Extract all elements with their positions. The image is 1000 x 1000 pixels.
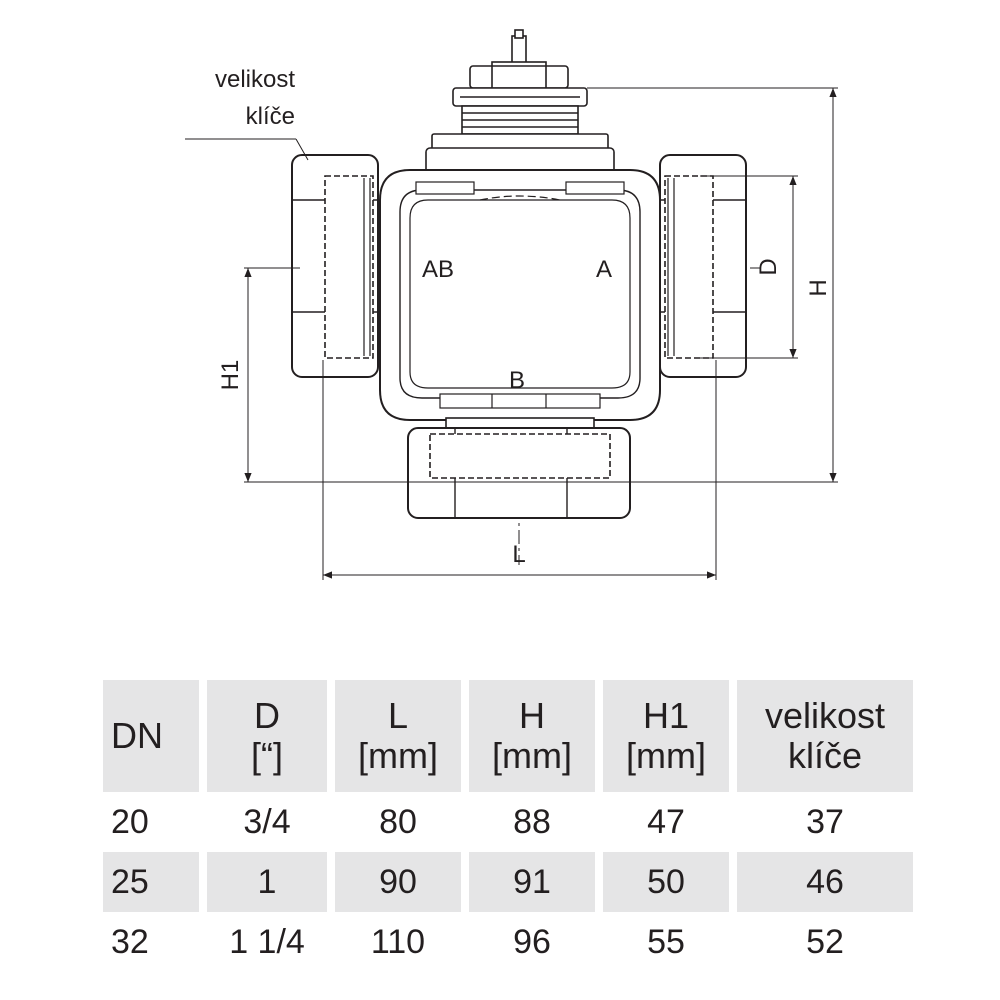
header-dn: DN [103, 680, 199, 792]
header-d: D[“] [207, 680, 327, 792]
cell-dn: 32 [111, 922, 149, 961]
cell-dn: 20 [111, 802, 149, 841]
header-h: H[mm] [469, 680, 595, 792]
header-l: L[mm] [335, 680, 461, 792]
cell-h: 96 [513, 922, 551, 961]
cell-h: 91 [469, 852, 595, 912]
dim-h1-label: H1 [217, 360, 244, 391]
table-row: 25 1 90 91 50 46 [103, 852, 913, 912]
dimension-lines [185, 87, 838, 580]
dim-h-label: H [805, 279, 832, 296]
cell-l: 110 [370, 922, 426, 961]
port-b-label: B [509, 367, 525, 394]
cell-l: 80 [379, 802, 417, 841]
cell-l: 90 [335, 852, 461, 912]
port-ab-label: AB [422, 256, 454, 283]
table-row: 20 3/4 80 88 47 37 [103, 792, 913, 852]
dim-d-label: D [755, 258, 782, 275]
cell-key-size: 46 [737, 852, 913, 912]
right-port-nut [659, 154, 747, 378]
valve-drawing: velikost klíče AB A B D H H1 L [185, 29, 838, 580]
port-a-label: A [596, 256, 612, 283]
cell-key-size: 37 [806, 802, 844, 841]
key-size-label-line1: velikost [215, 66, 295, 93]
bottom-port-nut [407, 427, 631, 519]
cell-h1: 50 [603, 852, 729, 912]
cell-d: 1 1/4 [229, 922, 305, 961]
cell-h: 88 [513, 802, 551, 841]
table-row: 32 1 1/4 110 96 55 52 [103, 912, 913, 972]
cell-h1: 55 [647, 922, 685, 961]
key-size-label-line2: klíče [246, 103, 295, 130]
left-port-nut [291, 154, 379, 378]
dim-l-label: L [512, 541, 525, 568]
header-h1: H1[mm] [603, 680, 729, 792]
valve-body [379, 169, 661, 433]
cell-d: 3/4 [243, 802, 291, 841]
valve-stem [425, 29, 615, 175]
cell-d: 1 [207, 852, 327, 912]
cell-key-size: 52 [806, 922, 844, 961]
cell-h1: 47 [647, 802, 685, 841]
cell-dn: 25 [103, 852, 199, 912]
